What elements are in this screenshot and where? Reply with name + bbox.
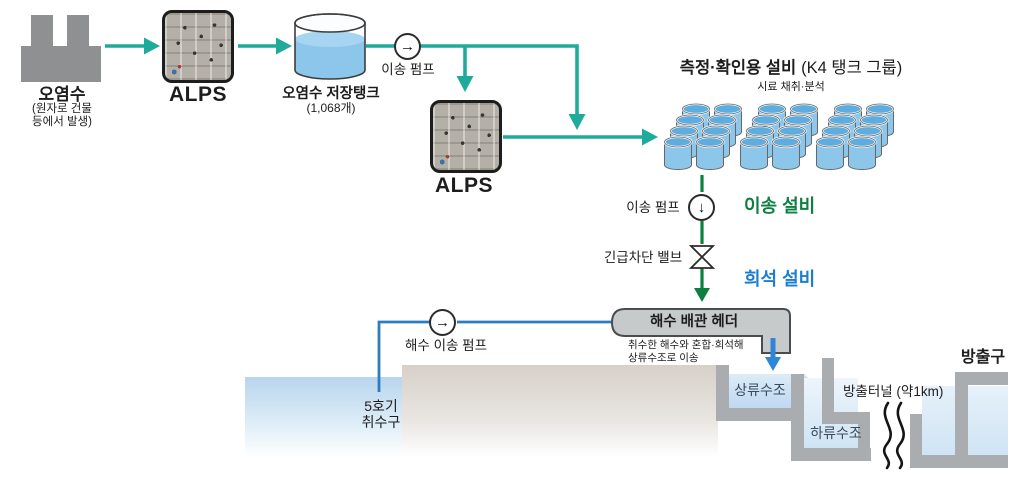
transfer-facility-label: 이송 설비	[744, 196, 816, 216]
seawater-pump-icon: →	[429, 308, 456, 336]
storage-tank-icon	[294, 13, 366, 80]
k4-tank-group-icon	[664, 102, 895, 170]
outlet-top-ledge	[955, 372, 1008, 385]
upstream-tank-label: 상류수조	[734, 382, 786, 398]
tunnel-break-left-stub	[858, 412, 870, 461]
storage-tank-count: (1,068개)	[306, 101, 356, 115]
alps1-label: ALPS	[168, 83, 228, 106]
tunnel-break-icon	[882, 401, 905, 470]
k4-subtitle: 시료 채취·분석	[757, 81, 825, 93]
seawater-header-note-1: 취수한 해수와 혼합·희석해	[628, 339, 744, 351]
green-arrowhead	[694, 288, 710, 302]
blue-discharge-arrow	[765, 338, 781, 371]
outlet-label: 방출구	[960, 349, 1006, 366]
alps-photo-1	[162, 10, 234, 83]
seawater-header-label: 해수 배관 헤더	[649, 314, 739, 330]
transfer-pump-top-icon: →	[394, 32, 421, 60]
reactor-building-icon	[21, 46, 101, 82]
alps2-label: ALPS	[434, 174, 494, 197]
upstream-basin-water	[729, 374, 791, 408]
tunnel-label: 방출터널 (약1km)	[843, 384, 944, 399]
tunnel-entry-wall	[822, 358, 834, 413]
storage-tank-label: 오염수 저장탱크	[282, 86, 380, 102]
source-sublabel-2: 등에서 발생)	[32, 115, 92, 128]
downstream-tank-label: 하류수조	[810, 425, 862, 441]
down-arrow-icon: ↓	[697, 198, 706, 216]
shutoff-valve-icon	[688, 245, 716, 269]
shutoff-valve-label: 긴급차단 밸브	[603, 250, 683, 265]
transfer-pump-top-label: 이송 펌프	[381, 62, 435, 77]
right-arrow-icon: →	[400, 37, 415, 55]
dilution-facility-label: 희석 설비	[744, 269, 816, 289]
transfer-pump-mid-label: 이송 펌프	[626, 200, 680, 215]
upstream-basin-left-wall	[716, 365, 729, 421]
intake-label-2: 취수구	[361, 414, 401, 430]
transfer-pump-mid-icon: ↓	[688, 193, 715, 221]
upstream-basin-right-wall	[791, 374, 804, 461]
source-label: 오염수	[38, 85, 86, 104]
k4-title-paren: (K4 탱크 그룹)	[801, 59, 903, 77]
sea-intake-water	[245, 377, 402, 458]
downstream-basin-floor	[791, 448, 871, 461]
seawater-header-note-2: 상류수조로 이송	[628, 352, 699, 364]
intake-label-1: 5호기	[364, 398, 398, 414]
k4-title-bold: 측정·확인용 설비	[679, 59, 797, 77]
outlet-shaft-wall	[955, 372, 968, 468]
upstream-basin-floor	[716, 408, 804, 421]
alps-photo-2	[430, 100, 502, 173]
reactor-chimney-icon	[31, 15, 53, 46]
reactor-chimney-icon	[67, 15, 89, 46]
right-arrow-icon: →	[435, 313, 450, 331]
seawater-pump-label: 해수 이송 펌프	[404, 338, 488, 353]
land-cross-section	[402, 365, 718, 457]
k4-title: 측정·확인용 설비(K4 탱크 그룹)	[680, 59, 902, 78]
source-sublabel-1: (원자로 건물	[32, 103, 92, 115]
tunnel-break-right-stub	[910, 414, 922, 468]
